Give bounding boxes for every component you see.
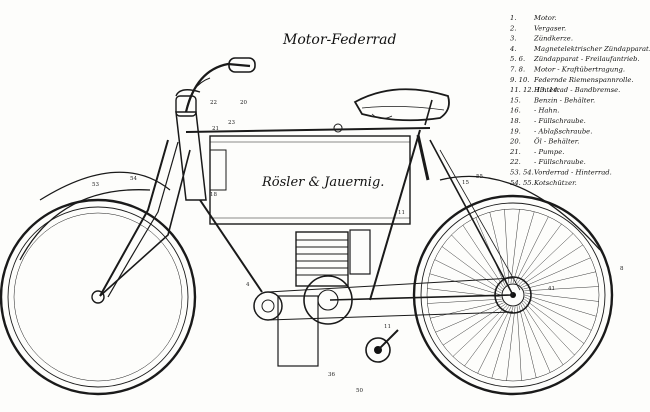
reference-numbers: 53 54 22 20 21 23 18 11 15 55 8 41 4 36 …: [92, 100, 624, 394]
legend-item-label: Benzin - Behälter.: [533, 96, 595, 104]
legend-number: 19.: [510, 127, 521, 135]
spoke: [443, 304, 506, 346]
spoke: [429, 273, 502, 296]
tank-label: Rösler & Jauernig.: [261, 175, 384, 190]
spoke: [516, 306, 522, 381]
spoke: [523, 300, 575, 356]
legend-item-label: Kotschützer.: [533, 179, 577, 187]
legend-item-label: Vorderrad - Hinterrad.: [534, 169, 612, 177]
spoke: [514, 216, 549, 284]
handlebar: [175, 57, 256, 117]
legend-number: 20.: [509, 138, 521, 146]
spoke: [524, 294, 597, 317]
saddle: [353, 88, 450, 122]
ref-number: 18: [210, 192, 217, 198]
spoke: [427, 298, 502, 304]
legend-item-label: Hinterrad - Bandbremse.: [533, 86, 620, 94]
spoke: [518, 305, 537, 378]
spoke: [434, 259, 502, 294]
legend-number: 4.: [509, 45, 517, 53]
legend-number: 3.: [510, 35, 517, 43]
front-fork: [39, 139, 191, 298]
spoke: [520, 244, 583, 286]
legend-number: 1.: [510, 14, 517, 22]
ref-number: 41: [548, 286, 555, 292]
spoke: [464, 306, 510, 367]
spoke: [516, 223, 562, 284]
spoke: [430, 300, 503, 319]
ref-number: 15: [462, 180, 469, 186]
spoke: [489, 212, 508, 285]
legend-number: 53. 54.: [510, 169, 534, 177]
legend-number: 2.: [509, 24, 517, 32]
spoke: [518, 233, 574, 285]
spoke: [522, 257, 591, 288]
spoke: [451, 234, 503, 290]
legend-item-label: Vergaser.: [534, 24, 566, 32]
legend-number: 15.: [510, 96, 521, 104]
ref-number: 50: [356, 388, 363, 394]
ref-number: 20: [240, 100, 247, 106]
spoke: [504, 209, 510, 284]
legend-number: 22.: [509, 158, 521, 166]
spoke: [510, 209, 520, 284]
frame: [19, 99, 601, 301]
spoke: [524, 286, 599, 292]
spoke: [477, 306, 512, 374]
legend-item-label: - Pumpe.: [534, 148, 564, 156]
spoke: [523, 271, 596, 290]
legend-number: 21.: [509, 148, 521, 156]
spoke: [522, 302, 564, 365]
legend-item-label: Magnetelektrischer Zündapparat.: [533, 45, 650, 53]
legend-number: 7. 8.: [510, 66, 525, 74]
legend-item-label: - Füllschraube.: [534, 158, 586, 166]
legend-item-label: Motor.: [533, 14, 557, 22]
spoke: [524, 292, 599, 302]
spoke: [520, 304, 551, 373]
ref-number: 55: [476, 174, 483, 180]
engine: [209, 123, 514, 367]
ref-number: 4: [246, 282, 250, 288]
spoke: [512, 211, 535, 284]
legend-item-label: - Hahn.: [534, 107, 559, 115]
ref-number: 23: [228, 120, 235, 126]
legend-item-label: Zündkerze.: [533, 35, 573, 43]
spoke: [462, 225, 504, 288]
spoke: [441, 246, 502, 292]
front-wheel: [0, 198, 197, 396]
legend-item-label: Öl - Behälter.: [534, 137, 579, 146]
legend-number: 18.: [510, 117, 521, 125]
spoke: [435, 302, 504, 333]
legend-item-label: - Füllschraube.: [534, 117, 586, 125]
legend-number: 11. 12. 13. 14.: [510, 86, 560, 94]
legend-item-label: Federnde Riemenspannrolle.: [533, 76, 634, 84]
ref-number: 21: [212, 126, 219, 132]
legend-item-label: - Ablaßschraube.: [534, 127, 592, 135]
legend-number: 16.: [510, 107, 521, 115]
ref-number: 11: [384, 324, 391, 330]
drawing-title: Motor-Federrad: [282, 32, 396, 48]
legend-number: 5. 6.: [510, 55, 525, 63]
ref-number: 53: [92, 182, 99, 188]
legend-number: 9. 10.: [510, 76, 529, 84]
legend-item-label: Motor - Kraftübertragung.: [533, 66, 625, 74]
ref-number: 36: [328, 372, 335, 378]
ref-number: 11: [398, 210, 405, 216]
legend-number: 54. 55.: [510, 179, 534, 187]
rear-wheel: [412, 194, 614, 396]
spoke: [491, 306, 514, 379]
spoke: [524, 296, 592, 331]
parts-legend: 1. Motor. 2. Vergaser. 3. Zündkerze. 4. Magnete…: [509, 14, 650, 187]
ref-number: 8: [620, 266, 624, 272]
ref-number: 54: [130, 176, 137, 182]
spoke: [506, 306, 516, 381]
ref-number: 22: [210, 100, 217, 106]
spoke: [452, 305, 508, 357]
legend-item-label: Zündapparat - Freilaufantrieb.: [533, 55, 640, 63]
spoke: [524, 298, 585, 344]
